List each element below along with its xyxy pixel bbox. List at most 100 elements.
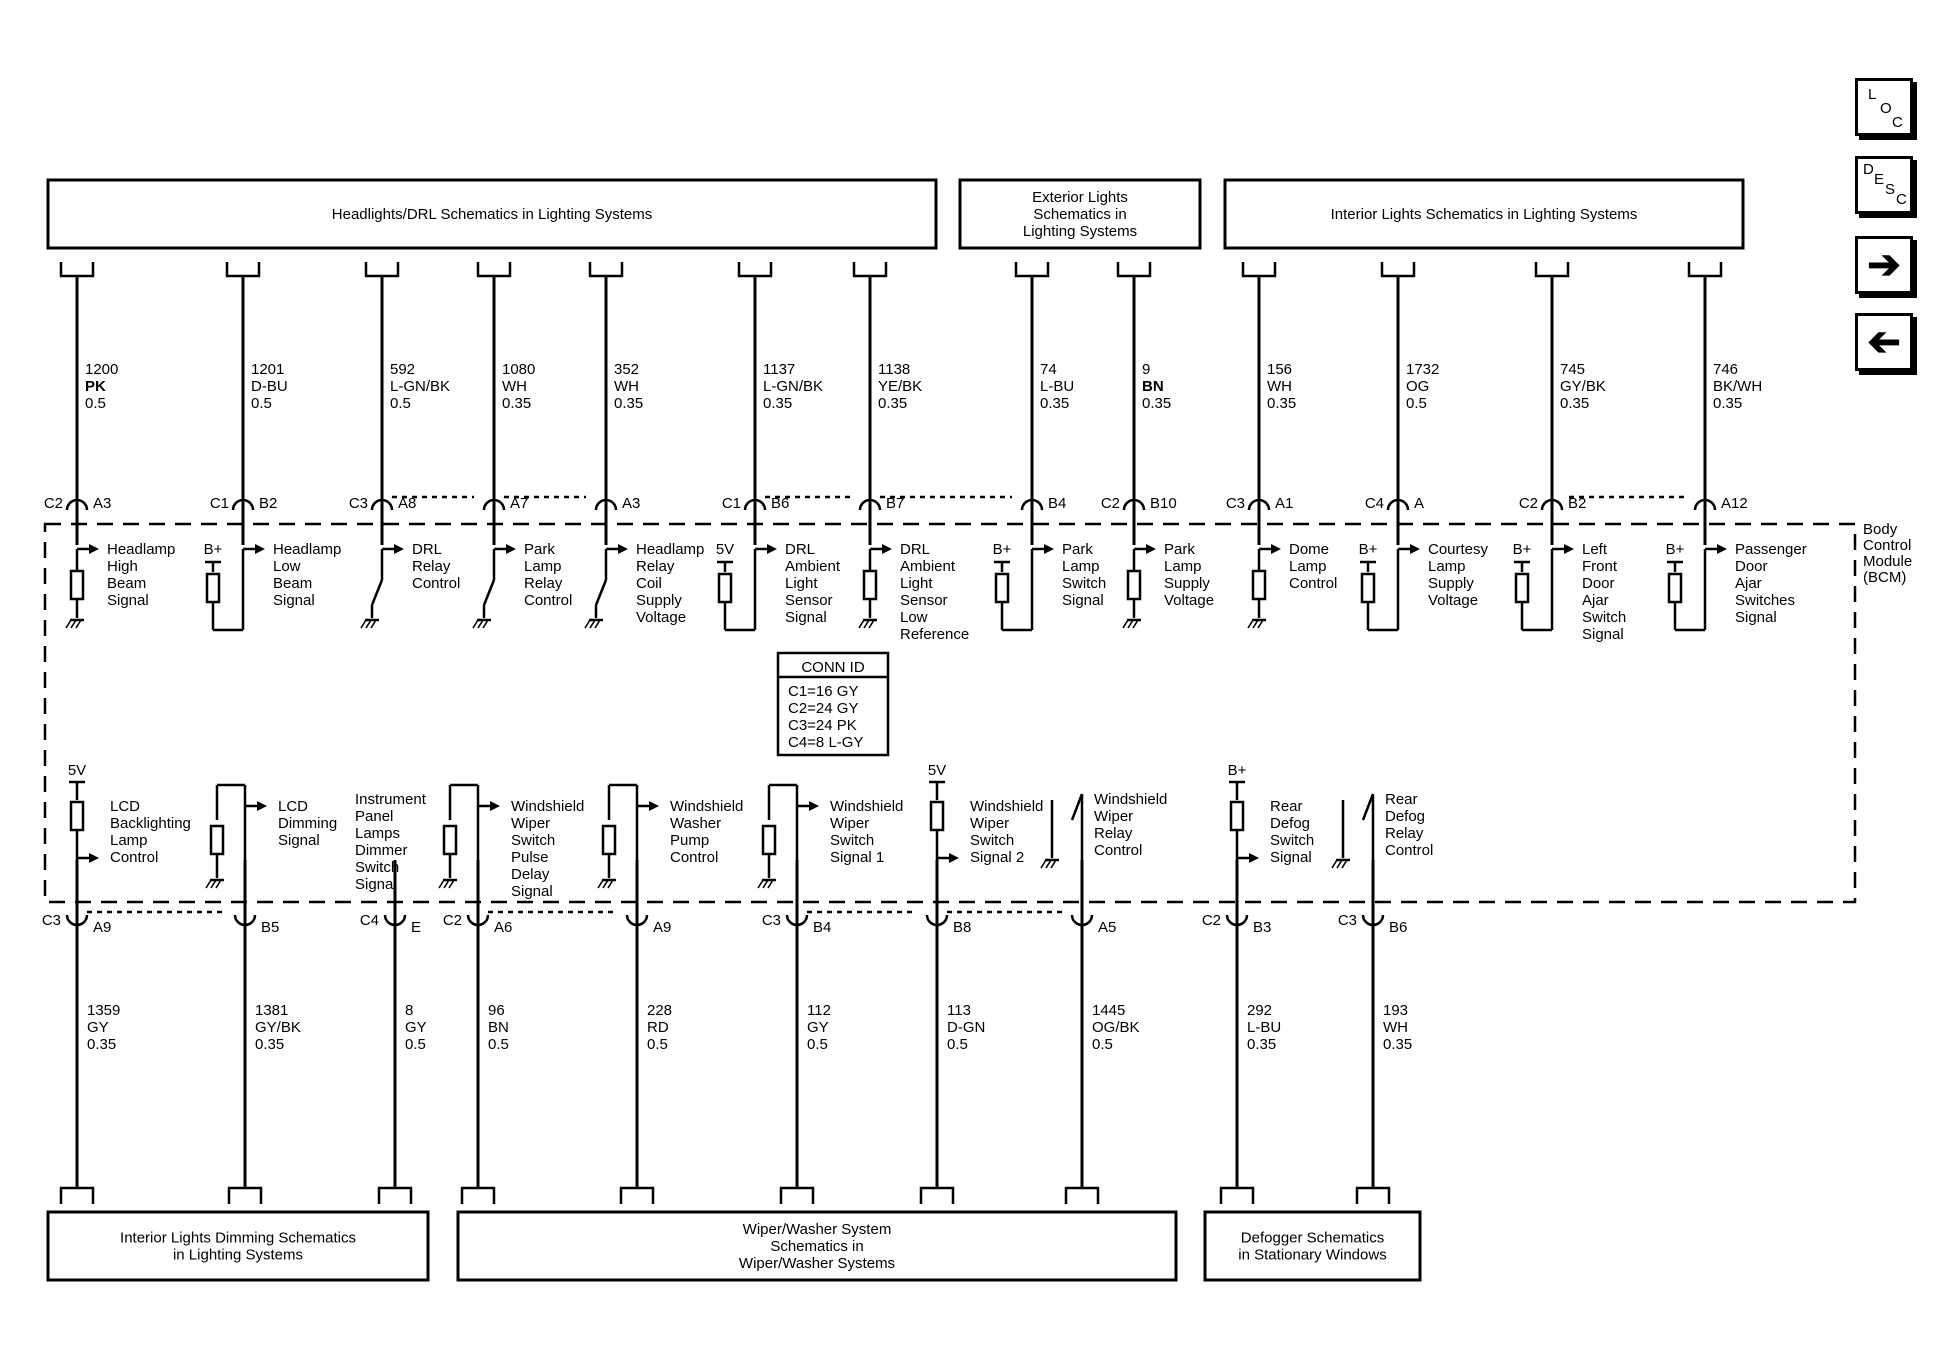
circuit-description: Backlighting bbox=[110, 815, 191, 832]
top-reference-box-text: Lighting Systems bbox=[1023, 223, 1137, 240]
ground-symbol bbox=[1331, 859, 1338, 869]
circuit-description: Relay bbox=[1385, 825, 1424, 842]
ground-symbol bbox=[1122, 619, 1129, 629]
harness-connector bbox=[1064, 1186, 1100, 1204]
wire-color: D-GN bbox=[947, 1019, 985, 1036]
ground-symbol bbox=[75, 619, 82, 629]
circuit-description: LCD bbox=[110, 798, 140, 815]
circuit-description: Rear bbox=[1385, 791, 1418, 808]
circuit-description: Park bbox=[1164, 541, 1195, 558]
connector-pin-symbol bbox=[625, 914, 649, 927]
circuit-description: Switch bbox=[511, 832, 555, 849]
next-page-button[interactable]: ➔ bbox=[1855, 236, 1913, 294]
circuit-description: Light bbox=[785, 575, 818, 592]
circuit-number: 96 bbox=[488, 1002, 505, 1019]
circuit-description: Ajar bbox=[1735, 575, 1762, 592]
circuit-description: Signal bbox=[355, 876, 397, 893]
circuit-description: Defog bbox=[1385, 808, 1425, 825]
connector-id: C2 bbox=[1202, 912, 1221, 929]
circuit-number: 1381 bbox=[255, 1002, 288, 1019]
wire-gauge: 0.5 bbox=[405, 1036, 426, 1053]
circuit-description: Pump bbox=[670, 832, 709, 849]
pin-number: A12 bbox=[1721, 495, 1748, 512]
wire-gauge: 0.5 bbox=[251, 395, 272, 412]
circuit-description: Relay bbox=[412, 558, 451, 575]
bottom-reference-box-text: in Lighting Systems bbox=[173, 1247, 303, 1264]
harness-connector bbox=[227, 1186, 263, 1204]
circuit-description: Voltage bbox=[1428, 592, 1478, 609]
circuit-description: Signal bbox=[278, 832, 320, 849]
circuit-number: 1200 bbox=[85, 361, 118, 378]
circuit-number: 156 bbox=[1267, 361, 1292, 378]
signal-arrow bbox=[1717, 544, 1727, 554]
ground-symbol bbox=[443, 879, 450, 889]
wire-gauge: 0.35 bbox=[1247, 1036, 1276, 1053]
signal-arrow bbox=[506, 544, 516, 554]
ground-symbol bbox=[602, 879, 609, 889]
top-circuit: 352WH0.35A3HeadlampRelayCoilSupplyVoltag… bbox=[584, 262, 704, 629]
ground-symbol bbox=[215, 879, 222, 889]
loc-button[interactable]: L O C bbox=[1855, 78, 1913, 136]
signal-arrow bbox=[1271, 544, 1281, 554]
module-label: Body bbox=[1863, 521, 1898, 538]
wire-color: OG bbox=[1406, 378, 1429, 395]
ground-symbol bbox=[858, 619, 865, 629]
harness-connector bbox=[460, 1186, 496, 1204]
signal-arrow bbox=[1146, 544, 1156, 554]
ground-symbol bbox=[438, 879, 445, 889]
pin-number: A1 bbox=[1275, 495, 1293, 512]
pin-number: B3 bbox=[1253, 919, 1271, 936]
circuit-description: Wiper bbox=[830, 815, 869, 832]
circuit-description: Defog bbox=[1270, 815, 1310, 832]
resistor bbox=[761, 824, 777, 856]
circuit-description: Lamp bbox=[1289, 558, 1327, 575]
wire-gauge: 0.35 bbox=[614, 395, 643, 412]
ground-symbol bbox=[65, 619, 72, 629]
connector-id: C2 bbox=[1519, 495, 1538, 512]
switch-contact bbox=[482, 579, 496, 606]
circuit-description: Signal bbox=[511, 883, 553, 900]
wire-color: D-BU bbox=[251, 378, 288, 395]
ground-symbol bbox=[1050, 859, 1057, 869]
circuit-description: Rear bbox=[1270, 798, 1303, 815]
switch-contact bbox=[1070, 793, 1084, 821]
circuit-description: Low bbox=[900, 609, 928, 626]
signal-arrow bbox=[255, 544, 265, 554]
ground-symbol bbox=[1045, 859, 1052, 869]
circuit-number: 352 bbox=[614, 361, 639, 378]
bottom-reference-box-text: in Stationary Windows bbox=[1238, 1247, 1386, 1264]
wire-gauge: 0.35 bbox=[1142, 395, 1171, 412]
resistor bbox=[1229, 800, 1245, 832]
bottom-reference-box-text: Wiper/Washer Systems bbox=[739, 1255, 895, 1272]
wire-color: PK bbox=[85, 378, 106, 395]
wire-color: RD bbox=[647, 1019, 669, 1036]
circuit-number: 1080 bbox=[502, 361, 535, 378]
circuit-description: Lamp bbox=[524, 558, 562, 575]
circuit-description: Control bbox=[524, 592, 572, 609]
circuit-number: 193 bbox=[1383, 1002, 1408, 1019]
previous-page-button[interactable]: ➔ bbox=[1855, 313, 1913, 371]
top-reference-box bbox=[1223, 178, 1745, 250]
wire-color: BN bbox=[1142, 378, 1164, 395]
harness-connector bbox=[1116, 262, 1152, 278]
supply-label: B+ bbox=[1666, 541, 1685, 558]
circuit-number: 8 bbox=[405, 1002, 413, 1019]
signal-arrow bbox=[949, 853, 959, 863]
circuit-description: Door bbox=[1735, 558, 1768, 575]
wire-gauge: 0.35 bbox=[1713, 395, 1742, 412]
circuit-number: 746 bbox=[1713, 361, 1738, 378]
signal-arrow bbox=[767, 544, 777, 554]
harness-connector bbox=[377, 1186, 413, 1204]
wire-color: WH bbox=[502, 378, 527, 395]
pin-number: E bbox=[411, 919, 421, 936]
ground-symbol bbox=[70, 619, 77, 629]
desc-button[interactable]: D E S C bbox=[1855, 156, 1913, 214]
desc-letter: D bbox=[1863, 161, 1874, 178]
signal-arrow bbox=[257, 801, 267, 811]
wire-color: L-GN/BK bbox=[390, 378, 450, 395]
